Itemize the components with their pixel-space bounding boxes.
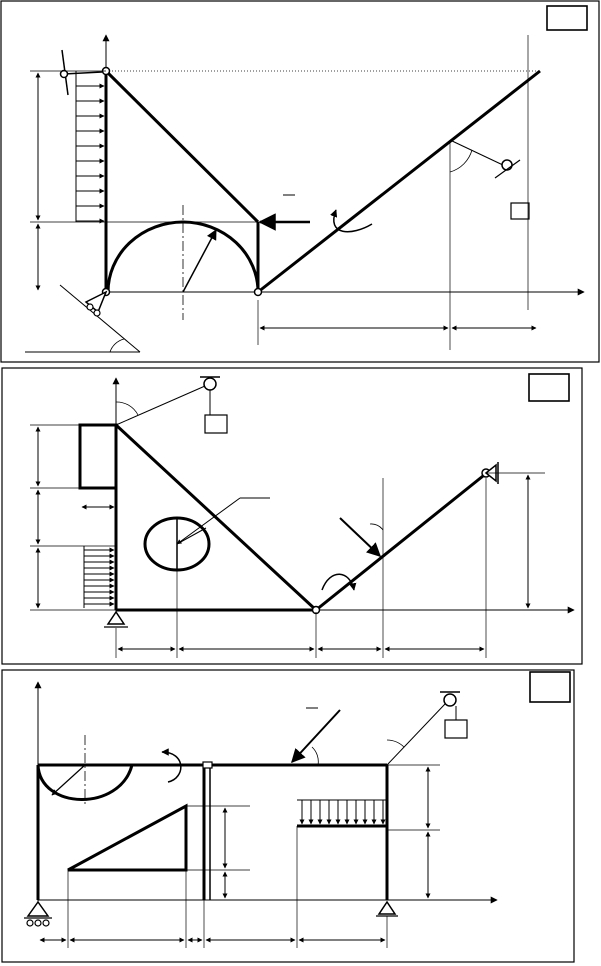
panel-3 [1,669,575,963]
panel-2 [1,367,583,665]
arc-radius-arrow [182,229,217,293]
quarter-arc-3 [36,764,134,801]
weight-box-right [510,202,530,220]
square-block [78,423,118,490]
panel-1-label-box [546,5,588,31]
moment-arrow-3 [161,748,182,783]
panel-2-label-box [528,373,570,402]
moment-arrow [330,209,373,233]
rope-right [449,139,506,167]
incline-surface [59,284,141,353]
rope-angle-arc [449,149,473,173]
support-rod-hinge [59,69,69,79]
distributed-load [76,83,105,224]
pulley-right [501,159,513,171]
hinge-mid [253,287,263,297]
panel-2-frame [1,367,583,665]
triangle-plate [67,803,188,872]
panel-3-frame [1,669,575,963]
support-link [63,71,103,75]
right-incline-bar [257,69,541,294]
panel-3-label-box [529,671,571,703]
panel-1-frame [0,0,600,363]
panel-1 [0,0,600,363]
moment-arrow-2 [321,573,357,591]
diagonal-bar [104,69,260,224]
incline-angle-arc [109,338,125,353]
